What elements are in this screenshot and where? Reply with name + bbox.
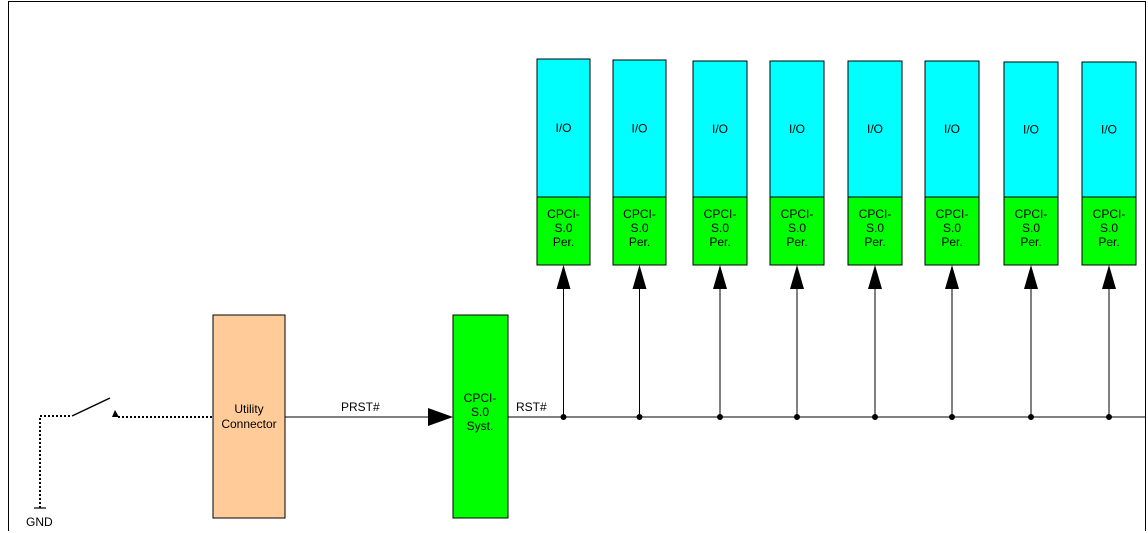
peripheral-board-label-line-1: CPCI- [623, 207, 656, 221]
peripheral-board-box [1081, 196, 1137, 266]
io-board-label: I/O [944, 122, 960, 136]
peripheral-board-box [612, 196, 667, 266]
io-board-label: I/O [1101, 123, 1117, 137]
ground-switch: GND [26, 397, 213, 529]
reset-arrowhead [1102, 265, 1116, 289]
peripheral-board-box [924, 196, 980, 266]
prst-label: PRST# [341, 400, 380, 414]
utility-connector-block: Utility Connector [212, 314, 286, 519]
utility-connector-label-line-1: Utility [234, 402, 263, 416]
bus-junction-dot [636, 414, 643, 420]
system-board-box [452, 314, 509, 519]
peripheral-board-box [692, 196, 748, 266]
reset-arrowhead [713, 265, 727, 289]
peripheral-board-label-line-2: S.0 [554, 221, 572, 235]
system-board-label-line-2: S.0 [471, 405, 489, 419]
switch-lever [71, 397, 111, 417]
bus-junction-dot [1028, 414, 1034, 420]
peripheral-board-box [536, 196, 591, 266]
reset-arrowhead [632, 265, 647, 289]
switch-contact [112, 410, 119, 417]
peripheral-board-label-line-2: S.0 [1100, 221, 1118, 235]
peripheral-board-label-line-3: Per. [709, 235, 730, 249]
peripheral-board-label-line-1: CPCI- [936, 207, 969, 221]
bus-junction-dot [560, 414, 567, 420]
prst-signal: PRST# [285, 400, 453, 426]
io-board-label: I/O [1023, 123, 1039, 137]
peripheral-board-label-line-2: S.0 [711, 221, 729, 235]
peripheral-board-label-line-2: S.0 [1022, 221, 1040, 235]
bus-junction-dot [949, 414, 955, 420]
peripheral-slots: I/OCPCI-S.0Per.I/OCPCI-S.0Per.I/OCPCI-S.… [536, 58, 1137, 420]
reset-arrowhead [945, 265, 959, 289]
io-board-label: I/O [631, 122, 647, 136]
io-board-box [847, 60, 903, 198]
io-board-box [536, 58, 591, 198]
reset-arrowhead [868, 265, 882, 289]
peripheral-board-label-line-1: CPCI- [704, 207, 737, 221]
peripheral-board-label-line-2: S.0 [943, 221, 961, 235]
peripheral-board-label-line-1: CPCI- [859, 207, 892, 221]
bus-junction-dot [717, 414, 723, 420]
system-board-label-line-3: Syst. [467, 419, 494, 433]
io-board-box [1003, 61, 1059, 198]
io-board-box [924, 60, 980, 198]
peripheral-board-label-line-3: Per. [941, 235, 962, 249]
diagram-frame [8, 1, 1146, 531]
io-board-label: I/O [555, 121, 571, 135]
peripheral-board-box [1003, 196, 1059, 266]
gnd-label: GND [26, 515, 53, 529]
ground-wire [39, 415, 72, 508]
system-board-label-line-1: CPCI- [464, 391, 497, 405]
utility-connector-label-line-2: Connector [221, 417, 276, 431]
rst-label: RST# [516, 400, 547, 414]
peripheral-board-box [769, 196, 825, 266]
peripheral-board-label-line-3: Per. [864, 235, 885, 249]
bus-junction-dot [794, 414, 800, 420]
reset-arrowhead [790, 265, 804, 289]
peripheral-board-label-line-2: S.0 [866, 221, 884, 235]
peripheral-board-label-line-3: Per. [786, 235, 807, 249]
io-board-box [692, 60, 748, 198]
peripheral-board-label-line-3: Per. [553, 235, 574, 249]
reset-arrowhead [1024, 265, 1038, 289]
system-board-block: CPCI- S.0 Syst. [452, 314, 509, 519]
peripheral-board-label-line-1: CPCI- [1093, 207, 1126, 221]
peripheral-board-label-line-1: CPCI- [547, 207, 580, 221]
peripheral-board-label-line-1: CPCI- [1015, 207, 1048, 221]
peripheral-board-label-line-1: CPCI- [781, 207, 814, 221]
io-board-label: I/O [789, 122, 805, 136]
reset-arrowhead [556, 265, 571, 289]
peripheral-board-label-line-3: Per. [629, 235, 650, 249]
peripheral-board-label-line-3: Per. [1020, 235, 1041, 249]
bus-junction-dot [1106, 414, 1112, 420]
peripheral-board-box [847, 196, 903, 266]
peripheral-board-label-line-2: S.0 [788, 221, 806, 235]
bus-junction-dot [872, 414, 878, 420]
utility-connector-box [212, 314, 286, 519]
peripheral-board-label-line-2: S.0 [630, 221, 648, 235]
io-board-label: I/O [867, 122, 883, 136]
rst-bus: RST# [508, 400, 1146, 418]
peripheral-board-label-line-3: Per. [1098, 235, 1119, 249]
io-board-box [1081, 61, 1137, 198]
prst-arrowhead [428, 408, 453, 426]
io-board-box [612, 59, 667, 198]
io-board-label: I/O [712, 122, 728, 136]
